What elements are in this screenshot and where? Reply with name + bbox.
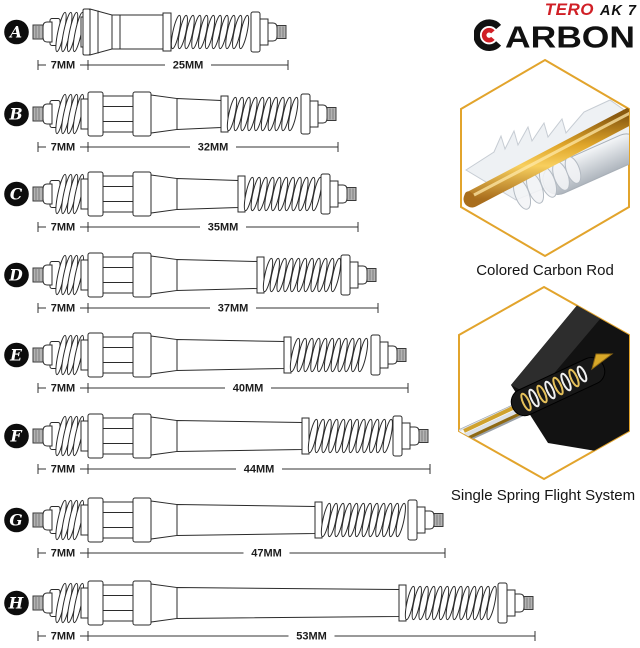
dim-front-label: 7MM [51,548,75,560]
feature-caption-colored-carbon-rod: Colored Carbon Rod [476,262,614,279]
letter-badge [4,262,29,288]
letter-badge-label: A [8,23,22,42]
letter-badge [4,101,29,127]
letter-badge [4,423,29,449]
letter-badge-label: G [9,511,22,530]
dimension-line [37,631,536,641]
letter-badge-label: D [8,266,23,285]
dim-front-label: 7MM [51,383,75,395]
dim-length-label: 53MM [296,631,327,643]
dim-length-label: 35MM [208,222,239,234]
feature-caption-single-spring: Single Spring Flight System [450,487,636,504]
dim-length-label: 47MM [251,548,282,560]
letter-badge [4,181,29,207]
brand-logo: TERO AK 7 ARBON [447,0,637,54]
letter-badge [4,19,29,45]
dim-front-label: 7MM [51,631,75,643]
brand-series-name: TERO [544,0,594,19]
dim-front-label: 7MM [51,142,75,154]
dim-front-label: 7MM [51,303,75,315]
letter-badge-label: C [10,185,23,204]
single-spring-flight-image [458,285,630,481]
dim-length-label: 44MM [244,464,275,476]
letter-badge [4,342,29,368]
shaft-row-B: B 7MM 32MM [4,91,339,154]
letter-badge-label: F [9,427,22,446]
dimension-line [37,142,339,152]
letter-badge [4,507,29,533]
dim-front-label: 7MM [51,222,75,234]
brand-main-name: ARBON [505,20,635,55]
letter-badge-label: E [9,346,22,365]
dimension-line [37,303,379,313]
colored-carbon-rod-image [460,58,630,258]
letter-badge [4,590,29,616]
shaft-row-A: A 7MM 25MM [4,8,289,72]
feature-image-single-spring [456,285,632,485]
brand-series: TERO AK 7 [447,0,637,19]
dimension-line [37,222,359,232]
dimension-line [37,383,409,393]
dim-length-label: 37MM [218,303,249,315]
dimension-line [37,464,431,474]
shaft-row-E: E 7MM 40MM [4,332,409,395]
brand-model-name: AK 7 [599,3,637,19]
brand-wordmark: ARBON [447,17,637,54]
shaft-row-D: D 7MM 37MM [4,252,379,315]
shaft-row-F: F 7MM 44MM [4,413,431,476]
shaft-row-G: G 7MM 47MM [4,497,446,560]
dim-front-label: 7MM [51,464,75,476]
dim-length-label: 40MM [233,383,264,395]
shaft-row-C: C 7MM 35MM [4,171,359,234]
carbon-c-logo-icon: ARBON [474,19,635,55]
dimension-line [37,548,446,558]
letter-badge-label: H [8,594,25,613]
feature-image-colored-carbon-rod [458,58,632,263]
dim-length-label: 32MM [198,142,229,154]
letter-badge-label: B [8,105,22,124]
dim-length-label: 25MM [173,60,204,72]
shaft-row-H: H 7MM 53MM [4,580,536,643]
dim-front-label: 7MM [51,60,75,72]
